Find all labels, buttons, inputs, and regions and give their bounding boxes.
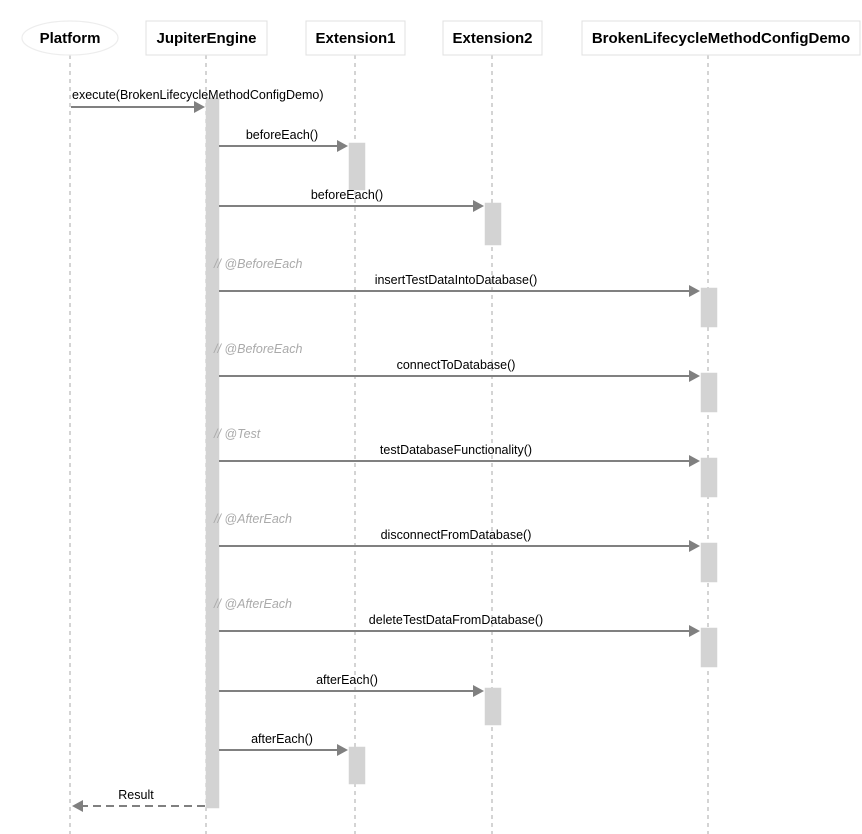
participant-platform[interactable]: Platform <box>21 20 119 56</box>
participant-label: Extension1 <box>315 30 395 47</box>
message-m8[interactable]: deleteTestDataFromDatabase() <box>219 613 700 637</box>
activation-bar-demo <box>700 627 718 668</box>
message-label: deleteTestDataFromDatabase() <box>369 613 543 627</box>
activation-bar-demo <box>700 287 718 328</box>
activation-bar-demo <box>700 372 718 413</box>
messages-layer: execute(BrokenLifecycleMethodConfigDemo)… <box>71 88 700 812</box>
participant-jupiter[interactable]: JupiterEngine <box>145 20 268 56</box>
participant-box-shape <box>442 20 543 56</box>
activations-layer <box>205 97 718 809</box>
note-n4: // @AfterEach <box>213 512 292 526</box>
activation-bar-demo <box>700 542 718 583</box>
arrow-head-icon <box>689 625 700 637</box>
arrow-head-icon <box>689 370 700 382</box>
message-label: execute(BrokenLifecycleMethodConfigDemo) <box>72 88 324 102</box>
message-label: connectToDatabase() <box>397 358 516 372</box>
arrow-head-icon <box>194 101 205 113</box>
arrow-head-icon <box>473 685 484 697</box>
message-label: afterEach() <box>251 732 313 746</box>
participant-label: Extension2 <box>452 30 532 47</box>
message-label: beforeEach() <box>311 188 383 202</box>
activation-bar-extension2 <box>484 202 502 246</box>
activation-bar-extension2 <box>484 687 502 726</box>
participant-box-shape <box>581 20 861 56</box>
arrow-head-icon <box>337 744 348 756</box>
message-m2[interactable]: beforeEach() <box>219 128 348 152</box>
participants-layer: Platform JupiterEngine Extension1 Extension… <box>21 20 861 56</box>
arrow-head-icon <box>689 285 700 297</box>
message-label: Result <box>118 788 154 802</box>
message-m4[interactable]: insertTestDataIntoDatabase() <box>219 273 700 297</box>
note-n1: // @BeforeEach <box>213 257 302 271</box>
note-n5: // @AfterEach <box>213 597 292 611</box>
message-label: afterEach() <box>316 673 378 687</box>
activation-bar-jupiter <box>205 97 220 809</box>
message-label: testDatabaseFunctionality() <box>380 443 532 457</box>
message-m9[interactable]: afterEach() <box>219 673 484 697</box>
message-m5[interactable]: connectToDatabase() <box>219 358 700 382</box>
participant-demo[interactable]: BrokenLifecycleMethodConfigDemo <box>581 20 861 56</box>
message-m3[interactable]: beforeEach() <box>219 188 484 212</box>
participant-box-shape <box>145 20 268 56</box>
message-label: disconnectFromDatabase() <box>381 528 532 542</box>
arrow-head-icon <box>689 540 700 552</box>
message-m1[interactable]: execute(BrokenLifecycleMethodConfigDemo) <box>71 88 324 113</box>
message-label: insertTestDataIntoDatabase() <box>375 273 538 287</box>
message-m6[interactable]: testDatabaseFunctionality() <box>219 443 700 467</box>
arrow-head-icon <box>473 200 484 212</box>
participant-label: BrokenLifecycleMethodConfigDemo <box>592 30 850 47</box>
participant-extension2[interactable]: Extension2 <box>442 20 543 56</box>
message-m11[interactable]: Result <box>72 788 205 812</box>
actor-ellipse-shape <box>21 20 119 56</box>
activation-bar-extension1 <box>348 746 366 785</box>
arrow-head-icon <box>72 800 83 812</box>
note-n3: // @Test <box>213 427 261 441</box>
notes-layer: // @BeforeEach // @BeforeEach // @Test // @… <box>213 257 302 611</box>
participant-label: Platform <box>40 30 101 47</box>
message-m7[interactable]: disconnectFromDatabase() <box>219 528 700 552</box>
arrow-head-icon <box>337 140 348 152</box>
participant-box-shape <box>305 20 406 56</box>
note-n2: // @BeforeEach <box>213 342 302 356</box>
activation-bar-extension1 <box>348 142 366 191</box>
message-label: beforeEach() <box>246 128 318 142</box>
arrow-head-icon <box>689 455 700 467</box>
participant-extension1[interactable]: Extension1 <box>305 20 406 56</box>
message-m10[interactable]: afterEach() <box>219 732 348 756</box>
participant-label: JupiterEngine <box>156 30 256 47</box>
activation-bar-demo <box>700 457 718 498</box>
